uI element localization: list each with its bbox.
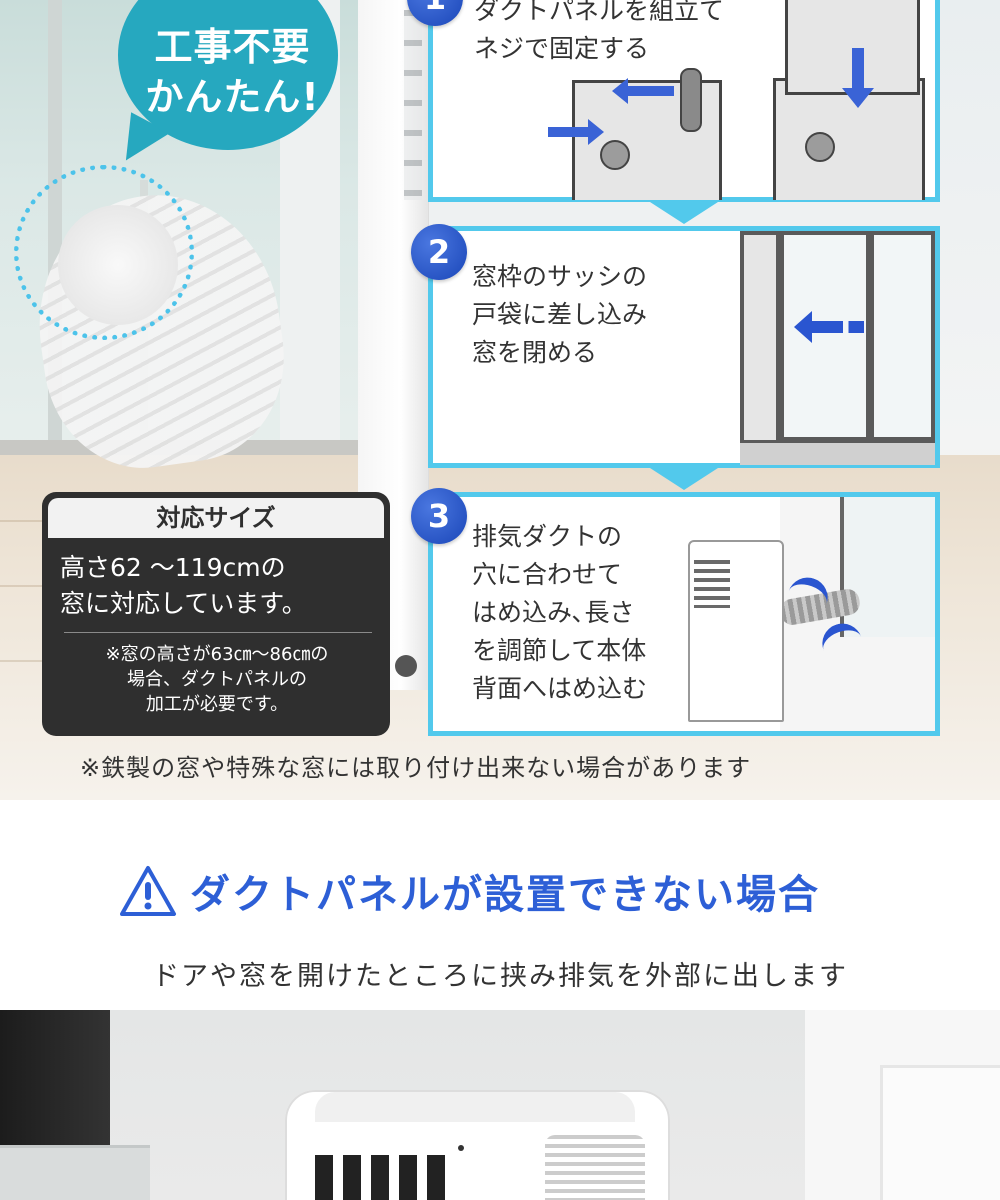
step-1-text: ダクトパネルを組立て ネジで固定する — [474, 0, 804, 68]
note-line: 加工が必要です。 — [145, 694, 289, 715]
warning-triangle-icon — [120, 866, 176, 916]
divider — [64, 632, 372, 633]
indicator-light — [458, 1145, 464, 1151]
door — [880, 1065, 1000, 1200]
highlight-dotted-circle — [14, 165, 194, 340]
wing-nut-icon — [600, 140, 630, 170]
aircon-grill — [694, 560, 730, 608]
step-2-text: 窓枠のサッシの 戸袋に差し込み 窓を閉める — [472, 258, 722, 372]
step-3-text: 排気ダクトの 穴に合わせて はめ込み､長さ を調節して本体 背面へはめ込む — [472, 518, 692, 708]
section-subtitle: ドアや窓を開けたところに挟み排気を外部に出します — [152, 961, 848, 992]
note-line: ※窓の高さが63㎝～86㎝の — [105, 644, 329, 665]
shelf — [0, 1145, 150, 1200]
arrow-down-icon — [842, 48, 874, 108]
speech-bubble — [118, 0, 338, 150]
arrow-left-icon — [794, 311, 864, 343]
bubble-line: 工事不要 — [154, 25, 311, 69]
size-box-note: ※窓の高さが63㎝～86㎝の 場合、ダクトパネルの 加工が必要です。 — [52, 642, 382, 717]
step-connector-arrow-icon — [650, 468, 718, 490]
step-line: を調節して本体 — [472, 636, 647, 665]
step-line: 戸袋に差し込み — [472, 300, 648, 329]
step-line: 窓を閉める — [472, 338, 598, 367]
aircon-top-panel — [315, 1092, 635, 1122]
aircon-side-grill — [545, 1135, 645, 1200]
sash-frame — [780, 231, 870, 441]
sash-frame — [870, 231, 935, 441]
sash-frame — [740, 231, 780, 463]
step-connector-arrow-icon — [650, 202, 718, 224]
step-line: 窓枠のサッシの — [472, 262, 648, 291]
window-sash-illustration — [740, 231, 935, 463]
aircon-grill — [404, 10, 422, 200]
wing-nut-icon — [805, 132, 835, 162]
step-line: 排気ダクトの — [472, 522, 623, 551]
door-installation-photo — [0, 1010, 1000, 1200]
bolt-icon — [680, 68, 702, 132]
size-box-header: 対応サイズ — [48, 498, 384, 538]
step-3-number-badge: 3 — [411, 488, 467, 544]
size-line: 高さ62 ～119cmの — [60, 553, 286, 582]
step-line: はめ込み､長さ — [472, 598, 635, 627]
section-title: ダクトパネルが設置できない場合 — [190, 872, 820, 918]
size-line: 窓に対応しています。 — [60, 589, 307, 618]
arrow-left-icon — [612, 78, 674, 104]
sash-rail — [740, 440, 935, 465]
speech-bubble-text: 工事不要 かんたん! — [140, 22, 325, 122]
bubble-line: かんたん! — [145, 75, 320, 119]
step-1-number-badge: 1 — [407, 0, 463, 26]
step-line: ダクトパネルを組立て — [474, 0, 725, 25]
installation-photo-section: 工事不要 かんたん! 対応サイズ 高さ62 ～119cmの 窓に対応しています。… — [0, 0, 1000, 800]
step-2-number-badge: 2 — [411, 224, 467, 280]
arrow-right-icon — [548, 119, 604, 145]
caster-wheel — [395, 655, 417, 677]
step-line: 背面へはめ込む — [472, 674, 648, 703]
step-line: ネジで固定する — [474, 34, 650, 63]
step-line: 穴に合わせて — [472, 560, 623, 589]
note-line: 場合、ダクトパネルの — [127, 669, 307, 690]
aircon-vent — [315, 1155, 455, 1200]
footnote: ※鉄製の窓や特殊な窓には取り付け出来ない場合があります — [80, 754, 752, 782]
supported-size-box: 対応サイズ 高さ62 ～119cmの 窓に対応しています。 ※窓の高さが63㎝～… — [42, 492, 390, 736]
size-box-main-text: 高さ62 ～119cmの 窓に対応しています。 — [60, 550, 380, 622]
window-illustration — [840, 497, 935, 637]
